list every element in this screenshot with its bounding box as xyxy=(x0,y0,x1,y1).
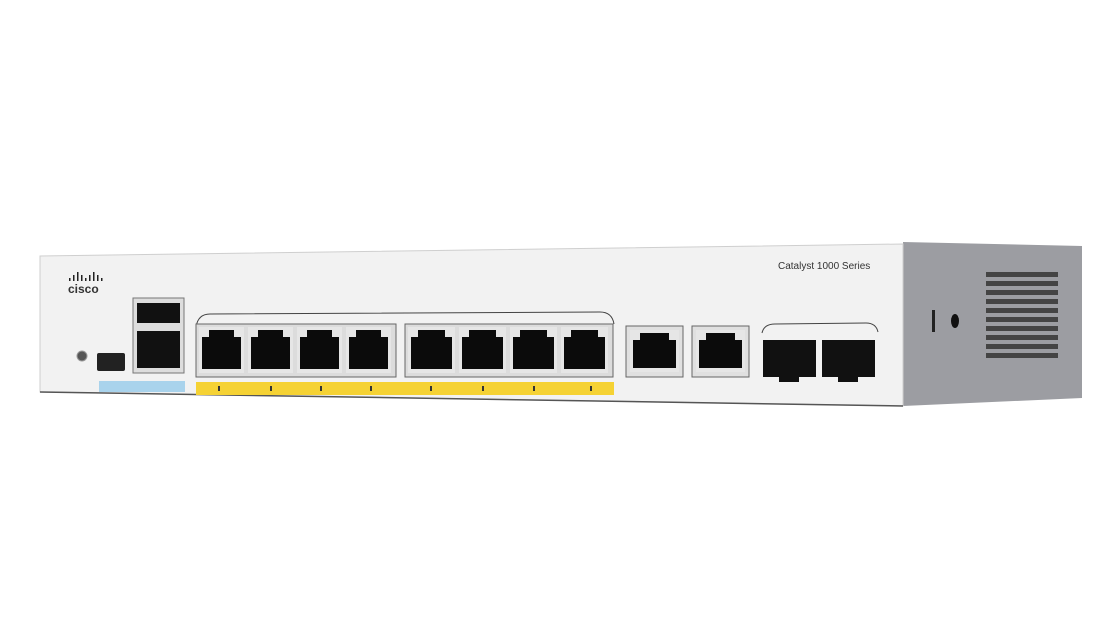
poe-group-bracket xyxy=(195,311,615,328)
rj45-port[interactable] xyxy=(251,337,290,369)
sfp-port[interactable] xyxy=(763,340,816,377)
svg-text:cisco: cisco xyxy=(68,282,99,296)
port-led-mark xyxy=(320,386,322,391)
sfp-port[interactable] xyxy=(822,340,875,377)
sfp-port-latch xyxy=(838,374,858,382)
vent-slot xyxy=(986,317,1058,322)
poe-strip xyxy=(196,382,614,395)
port-led-mark xyxy=(370,386,372,391)
rj45-port-tab xyxy=(258,330,283,338)
port-led-mark xyxy=(590,386,592,391)
rj45-port[interactable] xyxy=(300,337,339,369)
vent-slot xyxy=(986,290,1058,295)
sfp-group-bracket xyxy=(761,322,879,334)
vent-slot xyxy=(986,353,1058,358)
logo-bar xyxy=(73,275,75,281)
rj45-port-tab xyxy=(640,333,669,341)
port-led-mark xyxy=(482,386,484,391)
port-led-mark xyxy=(218,386,220,391)
rj45-console-port[interactable] xyxy=(137,331,180,368)
rj45-port-tab xyxy=(209,330,234,338)
logo-bar xyxy=(81,275,83,281)
vent-slot xyxy=(986,281,1058,286)
rj45-port-tab xyxy=(520,330,547,338)
side-slot xyxy=(932,310,935,332)
rj45-port[interactable] xyxy=(633,340,676,368)
vent-slot xyxy=(986,272,1058,277)
front-panel-bottom-edge xyxy=(39,391,904,407)
console-strip xyxy=(99,381,185,392)
port-led-mark xyxy=(430,386,432,391)
series-label: Catalyst 1000 Series xyxy=(778,261,870,272)
rj45-port-tab xyxy=(418,330,445,338)
rj45-port[interactable] xyxy=(564,337,605,369)
vent-slot xyxy=(986,308,1058,313)
cisco-logo: cisco xyxy=(68,272,103,296)
rj45-port[interactable] xyxy=(513,337,554,369)
rj45-port[interactable] xyxy=(411,337,452,369)
rj45-port-tab xyxy=(307,330,332,338)
logo-bar xyxy=(89,275,91,281)
vent-slot xyxy=(986,326,1058,331)
kensington-lock-icon xyxy=(951,314,959,328)
rj45-port[interactable] xyxy=(202,337,241,369)
rj45-port[interactable] xyxy=(462,337,503,369)
rj45-port-tab xyxy=(356,330,381,338)
logo-bar xyxy=(101,278,103,281)
side-vents xyxy=(986,272,1058,358)
rj45-port[interactable] xyxy=(699,340,742,368)
usb-port[interactable] xyxy=(97,353,125,371)
power-led-icon xyxy=(76,350,88,362)
rj45-port[interactable] xyxy=(349,337,388,369)
rj45-port-tab xyxy=(706,333,735,341)
logo-bar xyxy=(69,278,71,281)
rj45-port-tab xyxy=(571,330,598,338)
usb-console-port[interactable] xyxy=(137,303,180,323)
logo-bar xyxy=(77,272,79,281)
vent-slot xyxy=(986,299,1058,304)
switch-side-panel xyxy=(903,242,1082,406)
vent-slot xyxy=(986,344,1058,349)
sfp-port-latch xyxy=(779,374,799,382)
port-led-mark xyxy=(533,386,535,391)
vent-slot xyxy=(986,335,1058,340)
logo-bar xyxy=(93,272,95,281)
logo-bar xyxy=(85,278,87,281)
logo-bar xyxy=(97,275,99,281)
port-led-mark xyxy=(270,386,272,391)
rj45-port-tab xyxy=(469,330,496,338)
